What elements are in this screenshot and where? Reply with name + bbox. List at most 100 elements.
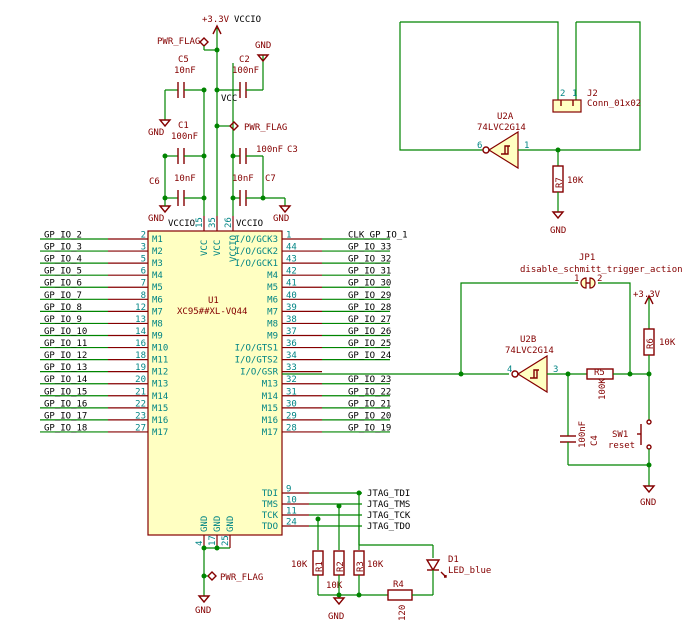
junction: [201, 545, 207, 551]
c6-value: 10nF: [174, 174, 196, 184]
u1-right-net-label: GP_IO_31: [348, 267, 391, 277]
u1-left-net-label: GP_IO_14: [44, 375, 87, 385]
u1-left-net-label: GP_IO_15: [44, 387, 87, 397]
d1-value: LED_blue: [448, 566, 491, 576]
u1-pin-35-num: 35: [208, 217, 218, 228]
u1-jtag-net-label: JTAG_TMS: [367, 500, 410, 510]
u1-left-pin-name: M11: [152, 356, 168, 366]
c3-value: 100nF: [256, 145, 283, 155]
c7-ref: C7: [265, 174, 276, 184]
junction: [336, 503, 342, 509]
r5-value: 100K: [598, 378, 608, 400]
junction: [162, 195, 168, 201]
u1-right-pin-num: 1: [286, 231, 291, 241]
c4-ref: C4: [590, 435, 600, 446]
u1-right-net-label: GP_IO_29: [348, 291, 391, 301]
j2-pin2-num: 2: [560, 89, 565, 99]
junction: [201, 87, 207, 93]
u1-right-net-label: GP_IO_21: [348, 399, 391, 409]
r6-value: 10K: [659, 338, 676, 348]
u2b-body: [516, 354, 548, 394]
u1-pin-25-num: 25: [221, 535, 231, 546]
vccio-top-label: VCCIO: [234, 15, 261, 25]
u2a-in-num: 1: [524, 141, 529, 151]
j2-connector: [552, 99, 582, 113]
u1-left-net-label: GP_IO_17: [44, 411, 87, 421]
gnd-jtag-icon: [332, 597, 346, 606]
u1-right-pin-num: 34: [286, 351, 297, 361]
u2a-body: [487, 130, 519, 170]
junction: [315, 516, 321, 522]
u2b-ref: U2B: [520, 335, 536, 345]
junction: [201, 153, 207, 159]
u1-right-pin-num: 43: [286, 255, 297, 265]
r4-body: [387, 589, 413, 601]
v33-right-arrow: [644, 294, 654, 305]
u1-right-pin-name: M4: [267, 271, 278, 281]
u1-right-net-label: GP_IO_30: [348, 279, 391, 289]
u1-left-pin-name: M4: [152, 271, 163, 281]
u1-pin-35-name: VCC: [213, 240, 223, 256]
u1-left-pin-num: 2: [141, 231, 146, 241]
u1-left-net-label: GP_IO_9: [44, 315, 82, 325]
u1-pin-17-num: 17: [208, 535, 218, 546]
junction: [214, 47, 220, 53]
junction: [356, 490, 362, 496]
u1-right-net-label: GP_IO_26: [348, 327, 391, 337]
jp1-left-wire: [460, 282, 578, 374]
v33-top-label: +3.3V: [202, 15, 230, 25]
u2a-schmitt-icon: [501, 145, 510, 155]
u1-left-net-label: GP_IO_2: [44, 231, 82, 241]
u2a-ref: U2A: [497, 112, 514, 122]
u1-left-pin-name: M9: [152, 331, 163, 341]
u1-left-net-label: GP_IO_5: [44, 267, 82, 277]
c5-ref: C5: [178, 55, 189, 65]
u1-right-pin-name: I/O/GCK3: [235, 235, 278, 245]
r2-ref: R2: [336, 561, 346, 572]
pwr-flag-bottom-label: PWR_FLAG: [220, 573, 263, 583]
u1-left-pin-num: 21: [135, 387, 146, 397]
jp1-ref: JP1: [579, 253, 595, 263]
u1-right-net-label: GP_IO_22: [348, 387, 391, 397]
u1-right-pin-name: M15: [262, 404, 278, 414]
gnd-r7-label: GND: [550, 226, 566, 236]
c1-value: 100nF: [171, 132, 198, 142]
u1-body: [147, 230, 283, 536]
u1-right-net-label: GP_IO_28: [348, 303, 391, 313]
u1-jtag-pin-num: 10: [286, 496, 297, 506]
j2-pin1-wire: [558, 21, 641, 151]
u1-jtag-pin-name: TMS: [262, 500, 278, 510]
u2b-in-num: 3: [553, 365, 558, 375]
junction: [162, 153, 168, 159]
u1-right-pin-num: 30: [286, 399, 297, 409]
junction: [214, 545, 220, 551]
gnd-r7-icon: [551, 211, 565, 220]
u2a-out-num: 6: [477, 141, 482, 151]
jp1-value: disable_schmitt_trigger_action: [520, 265, 683, 275]
u1-jtag-net-label: JTAG_TDO: [367, 522, 410, 532]
u1-left-pin-num: 22: [135, 399, 146, 409]
u1-pin-15-name: VCC: [200, 240, 210, 256]
gnd-sw1-label: GND: [640, 498, 656, 508]
junction: [214, 87, 220, 93]
u1-right-pin-num: 28: [286, 423, 297, 433]
jp1-p2: 2: [597, 274, 602, 284]
u1-right-pin-num: 39: [286, 303, 297, 313]
j2-value: Conn_01x02: [587, 99, 641, 109]
u1-left-pin-num: 23: [135, 411, 146, 421]
junction: [230, 153, 236, 159]
u1-right-net-label: GP_IO_20: [348, 411, 391, 421]
u1-right-pin-num: 32: [286, 375, 297, 385]
u2b-schmitt-icon: [530, 369, 539, 379]
gnd-c5-label: GND: [148, 128, 164, 138]
u1-left-net-label: GP_IO_8: [44, 303, 82, 313]
r3-value: 10K: [367, 560, 384, 570]
u1-right-net-label: GP_IO_33: [348, 243, 391, 253]
u1-left-pin-num: 3: [141, 243, 146, 253]
u1-left-pin-name: M6: [152, 295, 163, 305]
r7-value: 10K: [567, 176, 584, 186]
jp1-p1: 1: [574, 274, 579, 284]
u1-pin-25-name: GND: [226, 516, 236, 532]
u1-jtag-pin-name: TDO: [262, 522, 278, 532]
